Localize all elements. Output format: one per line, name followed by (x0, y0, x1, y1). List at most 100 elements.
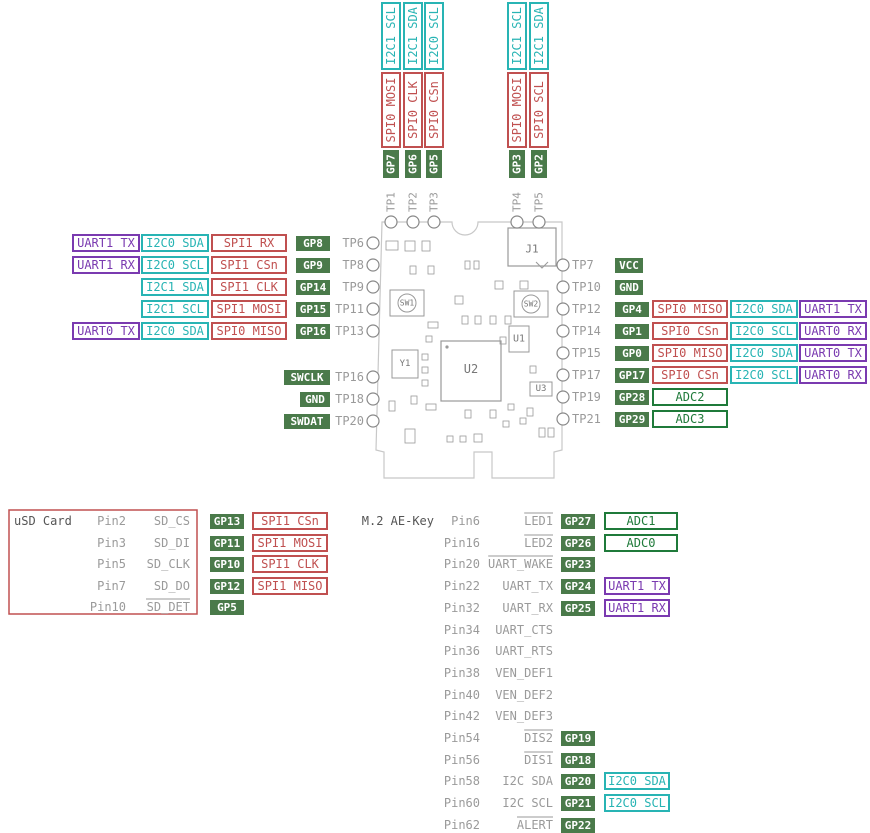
gpio-label: GP15 (296, 302, 330, 317)
switch-sw2-button (521, 294, 541, 314)
i2c-function: I2C1 SCL (507, 2, 527, 70)
component-label-u2: U2 (464, 362, 478, 376)
i2c-function: I2C0 SDA (141, 234, 209, 252)
passive-component (421, 353, 429, 361)
usd-card-title: uSD Card (14, 514, 72, 528)
test-point-label: TP13 (335, 324, 364, 338)
spi-function: SPI1 MOSI (211, 300, 287, 318)
passive-component (446, 435, 454, 443)
chip-u2 (440, 340, 502, 402)
test-point-label: TP12 (572, 302, 601, 316)
i2c-function-text: I2C0 SCL (608, 796, 666, 810)
test-point-pad (556, 280, 570, 294)
i2c-function-box (604, 794, 670, 812)
gpio-label: GP3 (509, 150, 525, 178)
passive-component (421, 379, 429, 387)
gpio-label-text: GP1 (622, 325, 642, 338)
m2-signal-name: VEN_DEF2 (495, 688, 553, 702)
gpio-label: GP24 (561, 579, 595, 594)
passive-component (427, 265, 435, 275)
spi-function-box (381, 72, 401, 148)
gpio-label-text: GP13 (214, 515, 241, 528)
gpio-label-text: GP29 (619, 413, 646, 426)
spi-function-box (252, 512, 328, 530)
m2-signal-name: VEN_DEF1 (495, 666, 553, 680)
gpio-label-text: GP6 (407, 154, 420, 174)
i2c-function-text: I2C0 SCL (735, 324, 793, 338)
gpio-label-bg (210, 579, 244, 594)
i2c-function-box (141, 234, 209, 252)
m2-pin-number: Pin58 (444, 774, 480, 788)
test-point-pad (366, 324, 380, 338)
board-outline (375, 221, 563, 479)
gpio-label-text: GND (305, 393, 325, 406)
gpio-label-bg (561, 818, 595, 833)
spi-function-box (211, 300, 287, 318)
spi-function-text: SPI0 MISO (657, 302, 722, 316)
adc-function-text: ADC3 (676, 412, 705, 426)
gpio-label-bg (210, 600, 244, 615)
gpio-label: GP11 (210, 536, 244, 551)
passive-component (473, 260, 480, 270)
spi-function-text: SPI0 MOSI (510, 77, 524, 142)
gpio-label: GP18 (561, 753, 595, 768)
gpio-label-text: GP4 (622, 303, 642, 316)
gpio-label: GP22 (561, 818, 595, 833)
passive-component (425, 335, 433, 343)
gpio-label-bg (615, 390, 649, 405)
uart-function: UART0 RX (799, 322, 867, 340)
gpio-label: GP5 (210, 600, 244, 615)
adc-function-text: ADC2 (676, 390, 705, 404)
gpio-label-text: GP3 (511, 154, 524, 174)
gpio-label: GP12 (210, 579, 244, 594)
test-point-pad (556, 368, 570, 382)
i2c-function-box (730, 300, 798, 318)
component-label-u1: U1 (513, 334, 525, 345)
test-point-label: TP7 (572, 258, 594, 272)
uart-function-text: UART1 RX (77, 258, 136, 272)
uart-function-box (799, 322, 867, 340)
usd-pin-number: Pin5 (97, 557, 126, 571)
test-point-pad (406, 215, 420, 229)
gpio-label-bg (296, 280, 330, 295)
passive-component (502, 420, 510, 428)
test-point-label: TP2 (407, 192, 420, 212)
test-point-pad (366, 370, 380, 384)
i2c-function: I2C0 SCL (604, 794, 670, 812)
uart-function-text: UART1 TX (804, 302, 863, 316)
chip-pin1-dot (445, 345, 449, 349)
gpio-label-bg (615, 324, 649, 339)
spi-function-text: SPI0 MISO (657, 346, 722, 360)
test-point-label: TP10 (572, 280, 601, 294)
passive-component (454, 295, 464, 305)
gpio-label-bg (210, 557, 244, 572)
test-point-label: TP5 (533, 192, 546, 212)
passive-component (474, 315, 482, 325)
i2c-function-text: I2C1 SDA (406, 6, 420, 65)
i2c-function-box (141, 278, 209, 296)
gpio-label-text: GP22 (565, 819, 592, 832)
test-point-pad (366, 392, 380, 406)
test-point-pad (556, 302, 570, 316)
gpio-label-bg (561, 557, 595, 572)
spi-function: SPI0 SCL (529, 72, 549, 148)
i2c-function-box (529, 2, 549, 70)
test-point-label: TP3 (428, 192, 441, 212)
test-point-pad (427, 215, 441, 229)
gpio-label-text: SWCLK (290, 371, 323, 384)
test-point-pad (366, 258, 380, 272)
i2c-function-box (403, 2, 423, 70)
m2-pin-number: Pin60 (444, 796, 480, 810)
spi-function-box (252, 555, 328, 573)
gpio-label-text: GP5 (428, 154, 441, 174)
uart-function: UART0 RX (799, 366, 867, 384)
gpio-label-bg (561, 753, 595, 768)
spi-function-box (652, 300, 728, 318)
spi-function: SPI1 MISO (252, 577, 328, 595)
m2-pin-number: Pin54 (444, 731, 480, 745)
uart-function-box (799, 300, 867, 318)
i2c-function-text: I2C0 SDA (608, 774, 667, 788)
gpio-label-bg (561, 579, 595, 594)
gpio-label: GP19 (561, 731, 595, 746)
